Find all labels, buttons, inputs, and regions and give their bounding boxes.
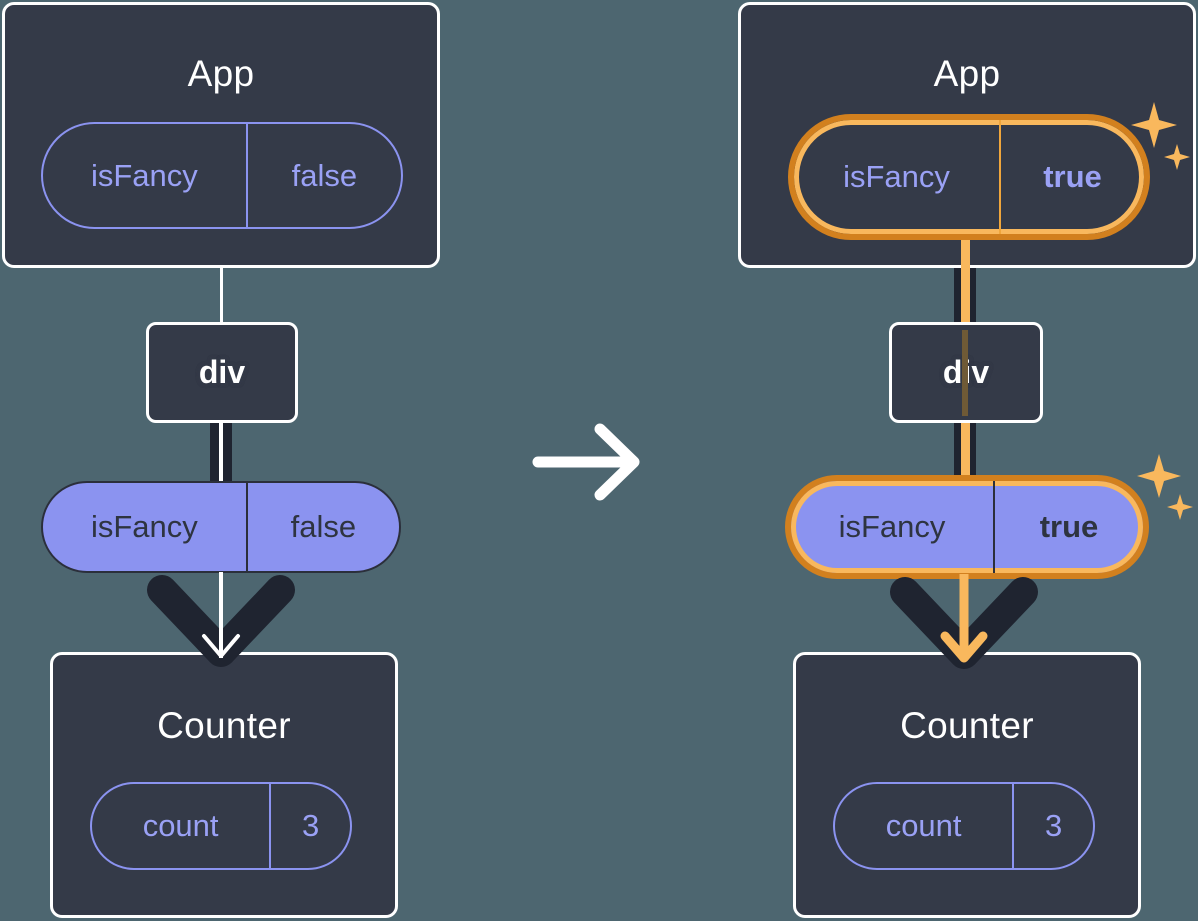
host-div-label-left: div (198, 354, 246, 390)
prop-value-left: false (245, 483, 399, 571)
prop-pill-right: isFancy true (785, 475, 1149, 579)
app-state-value-left: false (245, 124, 401, 227)
sparkles-icon-prop-right (1137, 454, 1193, 520)
wire-through-div-right (962, 330, 968, 416)
arrow-prop-to-counter-left (147, 572, 295, 667)
app-state-pill-right: isFancy true (788, 114, 1150, 240)
counter-title-right: Counter (900, 705, 1034, 746)
counter-state-key-left: count (142, 808, 219, 843)
wire-div-to-prop-core-right (961, 418, 970, 486)
prop-key-right: isFancy (838, 509, 946, 544)
app-title-right: App (933, 53, 1001, 94)
app-state-value-right: true (999, 120, 1144, 234)
wire-div-to-prop-core-left (219, 418, 223, 486)
counter-state-pill-left: count 3 (90, 782, 352, 870)
sparkles-icon-app-right (1131, 102, 1190, 170)
wire-app-to-div-left (220, 260, 223, 326)
prop-key-left: isFancy (90, 509, 198, 544)
counter-state-value-left: 3 (269, 784, 350, 868)
counter-state-pill-right: count 3 (833, 782, 1095, 870)
wire-app-to-div-core-right (961, 232, 970, 328)
app-state-key-right: isFancy (843, 159, 950, 194)
arrow-prop-to-counter-right (890, 574, 1038, 669)
app-title-left: App (187, 53, 255, 94)
app-state-pill-left: isFancy false (41, 122, 403, 229)
counter-title-left: Counter (157, 705, 291, 746)
transition-right-arrow-icon (532, 423, 640, 501)
prop-pill-left: isFancy false (41, 481, 401, 573)
app-state-key-left: isFancy (90, 157, 198, 193)
counter-state-key-right: count (885, 808, 962, 843)
counter-state-value-right: 3 (1012, 784, 1093, 868)
host-div-box-left: div (146, 322, 298, 423)
prop-value-right: true (993, 481, 1143, 573)
